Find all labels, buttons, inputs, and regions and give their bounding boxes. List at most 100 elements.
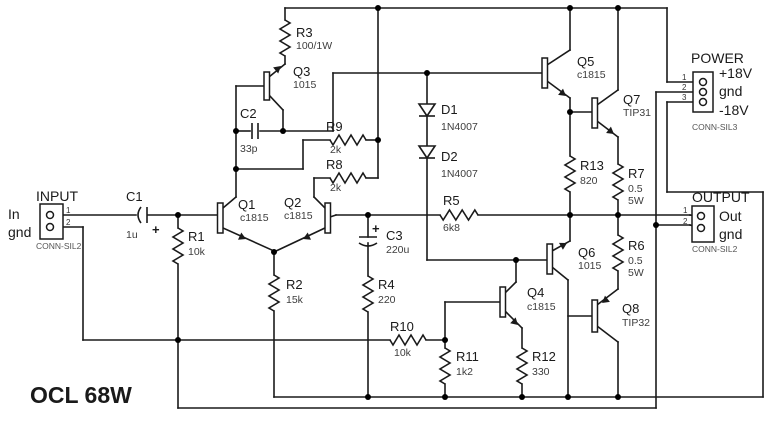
- value-C1: 1u: [126, 229, 138, 241]
- label-C2: C2: [240, 106, 257, 121]
- resistor-R6: [611, 234, 625, 272]
- transistor-symbols: [216, 57, 614, 333]
- power-pin3-num: 3: [682, 93, 687, 102]
- output-type: CONN-SIL2: [692, 244, 738, 254]
- label-R2: R2: [286, 277, 303, 292]
- label-R7: R7: [628, 166, 645, 181]
- label-Q4: Q4: [527, 285, 544, 300]
- value-R6: 0.5: [628, 255, 643, 267]
- output-title: OUTPUT: [692, 189, 750, 205]
- resistor-R5: [439, 208, 479, 222]
- value-C2: 33p: [240, 143, 258, 155]
- input-pin1-num: 1: [66, 206, 71, 215]
- capacitor-C3: [358, 236, 378, 247]
- value-Q2: c1815: [284, 210, 313, 222]
- emitter-arrow-q4: [510, 317, 518, 325]
- value-R11: 1k2: [456, 366, 473, 378]
- output-pin1-num: 1: [683, 206, 688, 215]
- resistor-R4: [361, 275, 375, 313]
- transistor-Q4: [499, 286, 507, 318]
- emitter-arrow-q5: [558, 88, 566, 96]
- output-pin2-label: gnd: [719, 226, 742, 242]
- resistor-R9: [329, 133, 367, 147]
- power-pin1-num: 1: [682, 73, 687, 82]
- label-Q2: Q2: [284, 195, 301, 210]
- value-Q3: 1015: [293, 79, 317, 91]
- resistor-R11: [438, 347, 452, 385]
- label-R3: R3: [296, 25, 313, 40]
- component-labels: R3 100/1W Q3 1015 C2 33p R9 2k R8 2k D1 …: [126, 25, 651, 378]
- resistor-R7: [611, 163, 625, 201]
- emitter-arrow-q7: [606, 126, 614, 134]
- resistor-symbols: [171, 19, 625, 385]
- power-pin3-label: -18V: [719, 102, 749, 118]
- power-connector: POWER 1 2 3 +18V gnd -18V CONN-SIL3: [682, 50, 753, 132]
- resistor-R12: [515, 347, 529, 385]
- input-pin2-label: gnd: [8, 224, 31, 240]
- power-pin2-num: 2: [682, 83, 687, 92]
- polarity-C3: +: [372, 221, 380, 236]
- label-R4: R4: [378, 277, 395, 292]
- power-pin1-circle: [698, 77, 708, 87]
- value-R3: 100/1W: [296, 40, 332, 52]
- label-Q8: Q8: [622, 301, 639, 316]
- value-R13: 820: [580, 175, 598, 187]
- transistor-Q6: [546, 243, 554, 275]
- label-Q3: Q3: [293, 64, 310, 79]
- watt-R7: 5W: [628, 195, 644, 207]
- value-Q7: TIP31: [623, 107, 651, 119]
- diode-D2: [417, 145, 437, 160]
- emitter-arrow-q8: [602, 295, 610, 303]
- value-C3: 220u: [386, 244, 410, 256]
- input-title: INPUT: [36, 188, 78, 204]
- wires: [53, 7, 764, 409]
- emitter-arrow-q2: [303, 232, 311, 240]
- transistor-Q2: [324, 202, 332, 234]
- label-C3: C3: [386, 228, 403, 243]
- value-R5: 6k8: [443, 222, 460, 234]
- power-title: POWER: [691, 50, 744, 66]
- input-pin2-circle: [45, 222, 55, 232]
- capacitor-C1: [137, 206, 148, 224]
- label-R6: R6: [628, 238, 645, 253]
- label-C1: C1: [126, 189, 143, 204]
- transistor-Q7: [591, 97, 599, 129]
- label-R13: R13: [580, 158, 604, 173]
- transistor-Q1: [216, 202, 224, 234]
- value-R8: 2k: [330, 182, 342, 194]
- output-pin2-num: 2: [683, 217, 688, 226]
- value-Q1: c1815: [240, 212, 269, 224]
- value-D2: 1N4007: [441, 168, 478, 180]
- emitter-arrow-q3: [273, 66, 281, 74]
- value-R12: 330: [532, 366, 550, 378]
- input-pin1-label: In: [8, 206, 20, 222]
- input-connector: INPUT 1 2 In gnd CONN-SIL2: [8, 188, 82, 251]
- emitter-arrow-q1: [238, 232, 246, 240]
- input-type: CONN-SIL2: [36, 241, 82, 251]
- output-pin2-circle: [696, 223, 706, 233]
- label-Q7: Q7: [623, 92, 640, 107]
- label-Q1: Q1: [238, 197, 255, 212]
- polarity-C1: +: [152, 222, 160, 237]
- transistor-Q8: [591, 299, 599, 333]
- power-pin3-circle: [698, 97, 708, 107]
- label-D1: D1: [441, 102, 458, 117]
- page-title: OCL 68W: [30, 382, 132, 408]
- watt-R6: 5W: [628, 267, 644, 279]
- power-type: CONN-SIL3: [692, 122, 738, 132]
- resistor-R2: [267, 274, 281, 312]
- value-R9: 2k: [330, 144, 342, 156]
- transistor-Q5: [541, 57, 549, 89]
- output-connector: OUTPUT 1 2 Out gnd CONN-SIL2: [683, 189, 750, 254]
- value-R1: 10k: [188, 246, 206, 258]
- resistor-R3: [278, 19, 292, 57]
- label-R11: R11: [456, 349, 479, 364]
- power-pin2-label: gnd: [719, 83, 742, 99]
- label-Q5: Q5: [577, 54, 594, 69]
- value-Q6: 1015: [578, 260, 602, 272]
- diode-D1: [417, 103, 437, 118]
- emitter-arrow-q6: [559, 242, 567, 250]
- output-pin1-circle: [696, 211, 706, 221]
- resistor-R10: [389, 333, 427, 347]
